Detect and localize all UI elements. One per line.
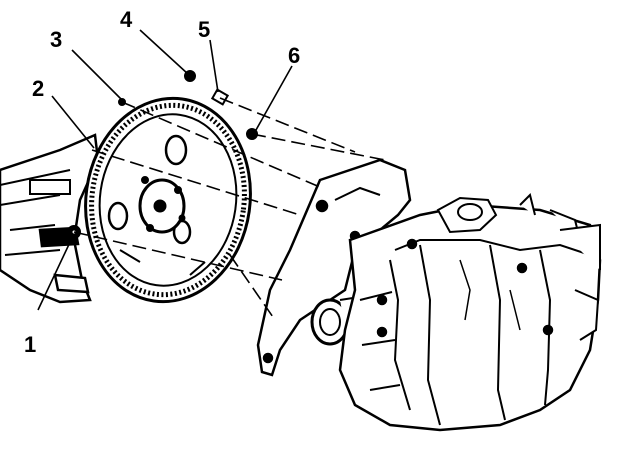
callout-4: 4 bbox=[120, 7, 133, 32]
engine-block bbox=[0, 133, 100, 304]
alignment-lines bbox=[73, 97, 386, 321]
callout-5: 5 bbox=[198, 17, 210, 42]
transaxle bbox=[256, 158, 602, 432]
callout-2: 2 bbox=[32, 76, 44, 101]
callout-1: 1 bbox=[24, 332, 36, 357]
callout-3: 3 bbox=[50, 27, 62, 52]
callout-6: 6 bbox=[288, 43, 300, 68]
leader-lines bbox=[37, 29, 293, 311]
flywheel bbox=[84, 96, 252, 304]
